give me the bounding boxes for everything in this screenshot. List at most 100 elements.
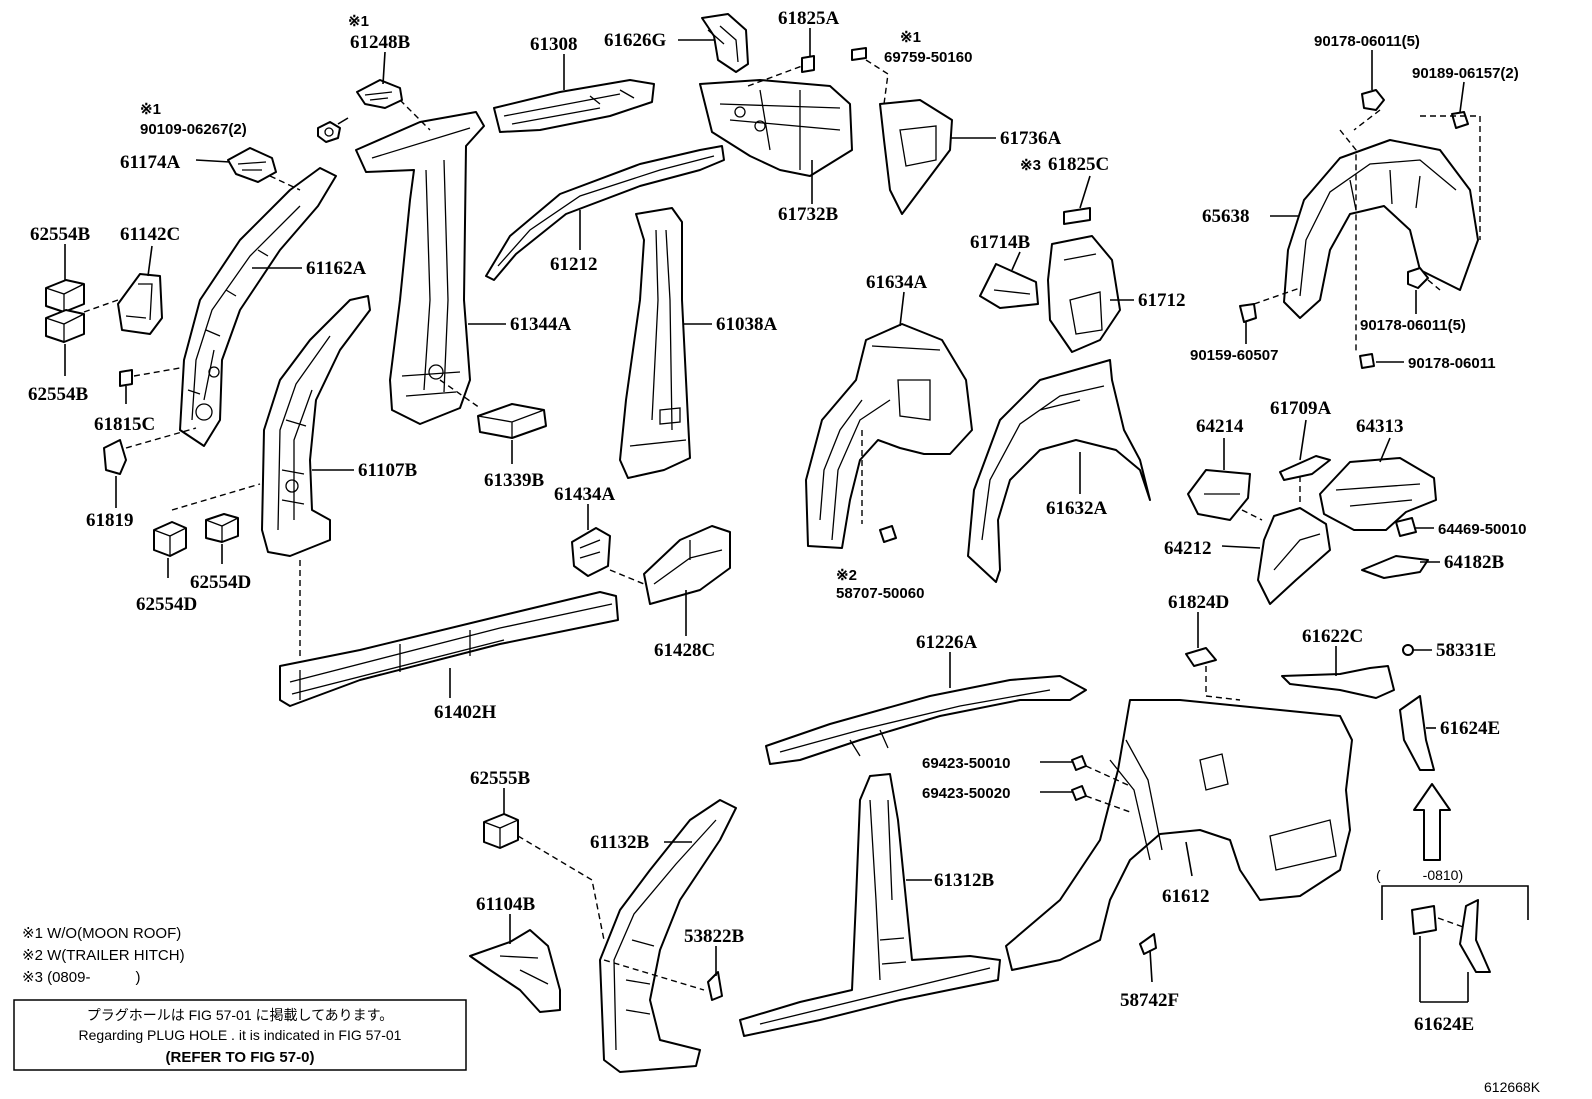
part-61634A [805,323,973,549]
reference-box: プラグホールは FIG 57-01 に掲載してあります。 Regarding P… [13,999,467,1071]
label-61634A: 61634A [866,272,928,293]
label-61736A: 61736A [1000,128,1062,149]
part-61174A [227,147,277,183]
label-58707: 58707-50060 [836,585,924,602]
label-61428C: 61428C [654,640,715,661]
part-90178-nut-mid [1407,267,1429,289]
footnotes: ※1 W/O(MOON ROOF) ※2 W(TRAILER HITCH) ※3… [22,925,185,986]
label-61248B: 61248B [350,32,411,53]
label-61339B: 61339B [484,470,545,491]
label-61714B: 61714B [970,232,1031,253]
label-90178-top: 90178-06011(5) [1314,33,1420,50]
part-61308 [493,79,655,133]
part-61624E-lower [1411,899,1491,973]
label-61212: 61212 [550,254,598,275]
label-64313: 64313 [1356,416,1404,437]
label-90178-mid: 90178-06011(5) [1360,317,1466,334]
label-61825A: 61825A [778,8,840,29]
part-61339B [477,403,547,439]
label-69423-50020: 69423-50020 [922,785,1010,802]
label-53822B: 53822B [684,926,745,947]
marker-61248B: ※1 [348,13,369,30]
part-61622C [1281,665,1395,699]
part-58331E [1402,644,1414,656]
label-90159: 90159-60507 [1190,347,1278,364]
part-61402H [279,591,619,707]
part-64469 [1395,517,1417,537]
part-62554D-left [153,521,187,557]
part-61312B [739,773,1001,1037]
marker-90109: ※1 [140,101,161,118]
part-64313 [1319,457,1437,531]
part-61226A [765,675,1087,765]
part-61825C [1063,207,1091,225]
part-61825A [801,55,815,73]
label-62554B-bottom: 62554B [28,384,89,405]
note-3: ※3 (0809- ) [22,969,140,986]
part-69759-clip [851,47,867,61]
label-62554D-left: 62554D [136,594,197,615]
part-90178-nut-top [1361,89,1385,111]
note-1: ※1 W/O(MOON ROOF) [22,925,181,942]
label-61142C: 61142C [120,224,180,245]
part-53822B [707,971,723,1001]
part-labels: ※1 61248B ※1 90109-06267(2) 61174A 62554… [28,8,1526,1035]
part-61132B [599,799,737,1073]
reference-line-1: プラグホールは FIG 57-01 に掲載してあります。 [87,1007,394,1023]
label-61626G: 61626G [604,30,667,51]
label-61226A: 61226A [916,632,978,653]
label-58742F: 58742F [1120,990,1179,1011]
part-61824D [1185,647,1217,667]
part-90109-bolt [317,121,341,143]
label-62554D-right: 62554D [190,572,251,593]
label-61622C: 61622C [1302,626,1363,647]
label-61104B: 61104B [476,894,535,915]
part-62555B [483,813,519,849]
label-61344A: 61344A [510,314,572,335]
label-62555B: 62555B [470,768,531,789]
label-61162A: 61162A [306,258,366,279]
part-65638 [1283,139,1479,319]
marker-58707: ※2 [836,567,857,584]
label-61402H: 61402H [434,702,497,723]
part-61612 [1005,699,1353,971]
label-61038A: 61038A [716,314,778,335]
label-61815C: 61815C [94,414,155,435]
label-61624E-lower: 61624E [1414,1014,1474,1035]
reference-line-2: Regarding PLUG HOLE . it is indicated in… [79,1027,402,1043]
label-64212: 64212 [1164,538,1212,559]
part-58742F [1139,933,1157,955]
label-61709A: 61709A [1270,398,1332,419]
dashed-guide-lines [83,59,1481,991]
part-61344A [355,111,485,425]
part-61624E-upper [1399,695,1435,771]
part-61142C [117,273,163,335]
label-range-0810: ( -0810) [1376,867,1463,883]
label-61632A: 61632A [1046,498,1108,519]
part-69423-50010 [1071,755,1087,771]
part-69423-50020 [1071,785,1087,801]
label-61824D: 61824D [1168,592,1229,613]
part-62554B-top [45,279,85,313]
part-61712 [1047,235,1121,353]
part-58707-plug [879,525,897,543]
label-61434A: 61434A [554,484,616,505]
label-64214: 64214 [1196,416,1244,437]
label-61825C: 61825C [1048,154,1109,175]
part-90159-screw [1239,303,1257,323]
label-61308: 61308 [530,34,578,55]
label-90189: 90189-06157(2) [1412,65,1519,82]
part-61709A [1279,455,1331,481]
marker-69759: ※1 [900,29,921,46]
label-61612: 61612 [1162,886,1210,907]
label-64469: 64469-50010 [1438,521,1526,538]
label-64182B: 64182B [1444,552,1505,573]
reference-line-3: (REFER TO FIG 57-0) [166,1049,315,1066]
label-61712: 61712 [1138,290,1186,311]
range-bracket [1381,885,1529,920]
part-61626G [701,13,749,73]
label-58331E: 58331E [1436,640,1496,661]
note-2: ※2 W(TRAILER HITCH) [22,947,185,964]
part-61732B [699,79,853,177]
